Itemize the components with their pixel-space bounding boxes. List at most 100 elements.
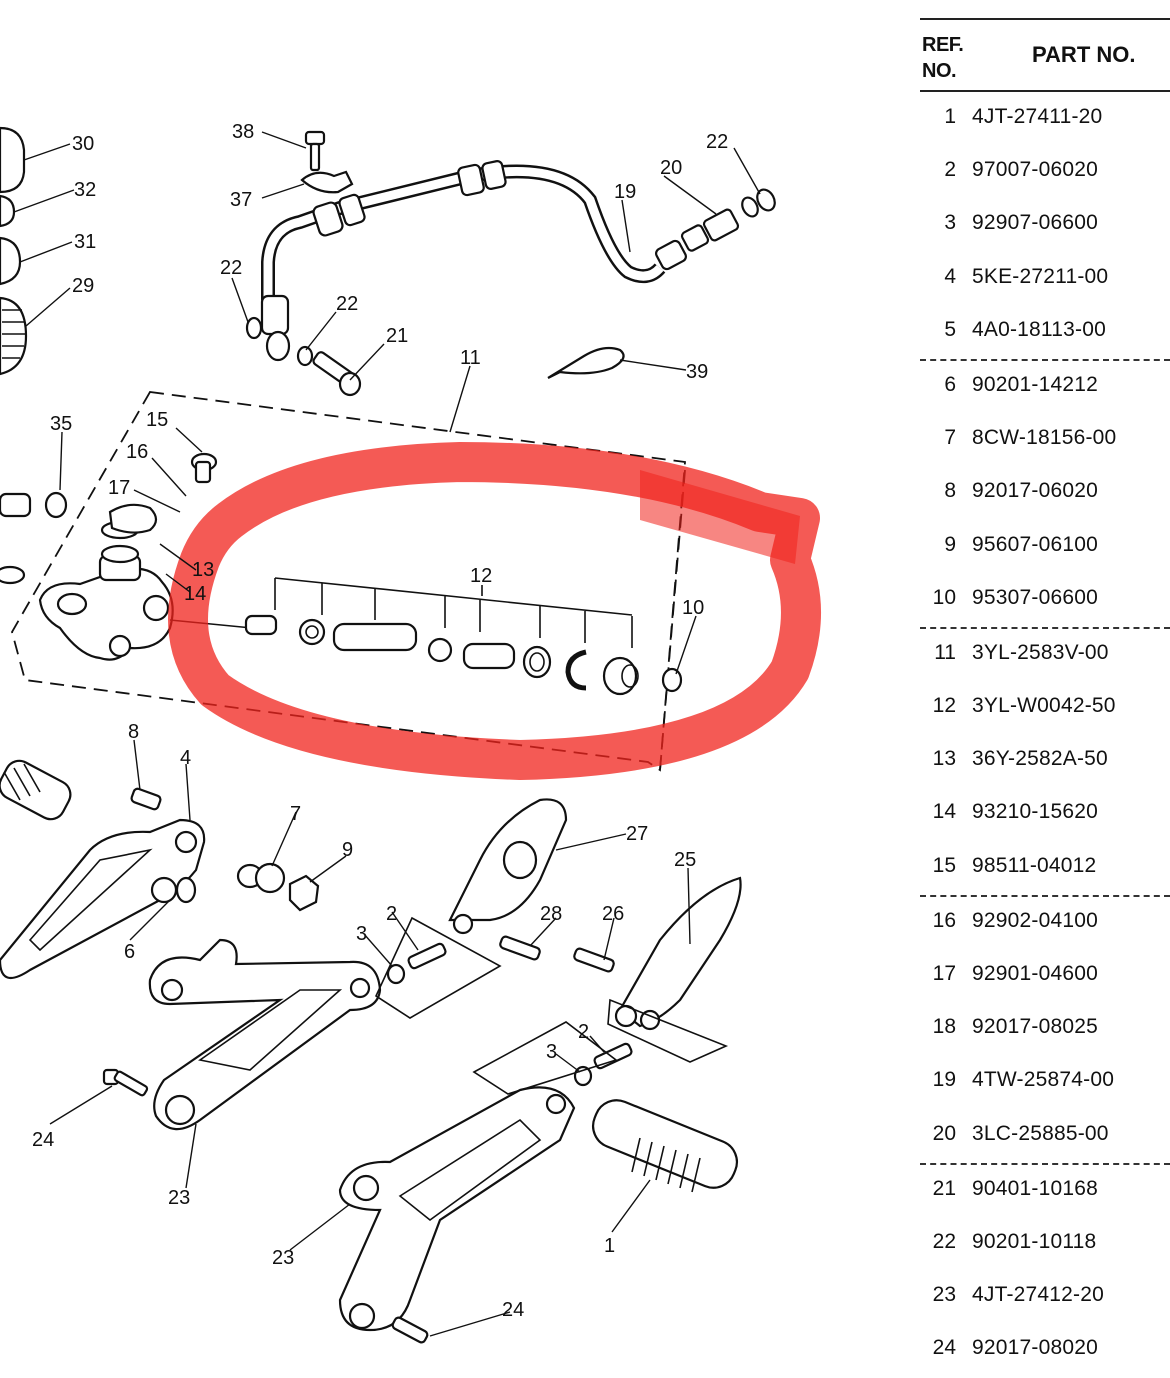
part-number: 95307-06600 xyxy=(972,585,1098,609)
callout: 14 xyxy=(184,583,206,605)
callout: 29 xyxy=(72,275,94,297)
callout: 2 xyxy=(386,903,397,925)
callout: 24 xyxy=(502,1299,524,1321)
part-number: 3YL-W0042-50 xyxy=(972,694,1116,718)
table-row: 21 90401-10168 xyxy=(920,1162,1170,1218)
ref-number: 6 xyxy=(944,372,956,396)
table-row: 9 95607-06100 xyxy=(920,521,1170,574)
ref-number: 20 xyxy=(932,1121,956,1145)
ref-number: 10 xyxy=(932,585,956,609)
ref-number: 1 xyxy=(944,105,956,128)
part-number: 4JT-27412-20 xyxy=(972,1283,1104,1307)
red-highlight-ellipse xyxy=(168,442,821,780)
callout: 32 xyxy=(74,179,96,201)
callout: 35 xyxy=(50,413,72,435)
callout: 27 xyxy=(626,823,648,845)
callout: 39 xyxy=(686,361,708,383)
part-number: 90201-14212 xyxy=(972,372,1098,396)
table-row: 6 90201-14212 xyxy=(920,358,1170,414)
ref-number: 15 xyxy=(932,853,956,877)
callout: 22 xyxy=(706,131,728,153)
table-top-rule xyxy=(920,18,1170,20)
ref-no-header: REF. NO. xyxy=(922,32,964,84)
ref-header-line1: REF. xyxy=(922,34,964,56)
ref-number: 23 xyxy=(932,1283,956,1307)
table-row: 16 92902-04100 xyxy=(920,894,1170,950)
callout: 28 xyxy=(540,903,562,925)
part-number: 90401-10168 xyxy=(972,1176,1098,1200)
callout: 30 xyxy=(72,133,94,155)
part-number: 92017-06020 xyxy=(972,479,1098,503)
table-row: 10 95307-06600 xyxy=(920,574,1170,627)
callout: 31 xyxy=(74,231,96,253)
brake-hose-assembly xyxy=(245,130,776,397)
ref-number: 8 xyxy=(944,479,956,503)
callout: 4 xyxy=(180,747,191,769)
callout: 10 xyxy=(682,597,704,619)
piston-kit-components xyxy=(169,577,683,696)
callout: 19 xyxy=(614,181,636,203)
ref-number: 9 xyxy=(944,532,956,556)
part-number: 92901-04600 xyxy=(972,962,1098,985)
callout: 23 xyxy=(168,1187,190,1209)
table-row: 23 4JT-27412-20 xyxy=(920,1271,1170,1324)
callout: 16 xyxy=(126,441,148,463)
part-no-header: PART NO. xyxy=(1032,42,1136,67)
callout: 6 xyxy=(124,941,135,963)
part-number: 92902-04100 xyxy=(972,908,1098,932)
table-header-rule xyxy=(920,90,1170,92)
part-number: 4TW-25874-00 xyxy=(972,1068,1115,1092)
callout: 22 xyxy=(336,293,358,315)
part-number: 5KE-27211-00 xyxy=(972,264,1109,288)
callout-labels: 30 32 31 29 38 37 22 22 22 21 11 20 19 2… xyxy=(32,121,728,1321)
callout: 1 xyxy=(604,1235,615,1257)
part-number: 4JT-27411-20 xyxy=(972,105,1103,128)
callout: 3 xyxy=(356,923,367,945)
part-number: 95607-06100 xyxy=(972,532,1098,556)
callout: 20 xyxy=(660,157,682,179)
ref-number: 13 xyxy=(932,747,956,771)
red-highlight-tab xyxy=(640,470,800,564)
ref-number: 14 xyxy=(932,800,956,824)
ref-number: 22 xyxy=(932,1229,956,1253)
callout: 38 xyxy=(232,121,254,143)
master-cylinder-cap-parts xyxy=(0,126,28,376)
part-number: 97007-06020 xyxy=(972,158,1098,182)
table-row: 17 92901-04600 xyxy=(920,950,1170,1003)
callout: 8 xyxy=(128,721,139,743)
callout: 13 xyxy=(192,559,214,581)
callout: 26 xyxy=(602,903,624,925)
callout: 9 xyxy=(342,839,353,861)
ref-number: 12 xyxy=(932,694,956,718)
callout: 15 xyxy=(146,409,168,431)
callout: 24 xyxy=(32,1129,54,1151)
callout: 11 xyxy=(460,347,481,369)
table-row: 8 92017-06020 xyxy=(920,467,1170,520)
callout: 21 xyxy=(386,325,408,347)
part-number: 3YL-2583V-00 xyxy=(972,640,1109,664)
callout: 12 xyxy=(470,565,492,587)
part-number: 98511-04012 xyxy=(972,853,1097,877)
ref-number: 7 xyxy=(944,426,956,450)
table-row: 12 3YL-W0042-50 xyxy=(920,682,1170,735)
callout: 23 xyxy=(272,1247,294,1269)
ref-number: 17 xyxy=(932,962,956,985)
callout: 22 xyxy=(220,257,242,279)
ref-number: 3 xyxy=(944,211,956,235)
ref-number: 18 xyxy=(932,1015,956,1039)
ref-number: 21 xyxy=(932,1176,956,1200)
ref-number: 16 xyxy=(932,908,956,932)
part-number: 92907-06600 xyxy=(972,211,1098,235)
ref-number: 4 xyxy=(944,264,956,288)
part-number: 4A0-18113-00 xyxy=(972,317,1106,341)
ref-number: 5 xyxy=(944,317,956,341)
